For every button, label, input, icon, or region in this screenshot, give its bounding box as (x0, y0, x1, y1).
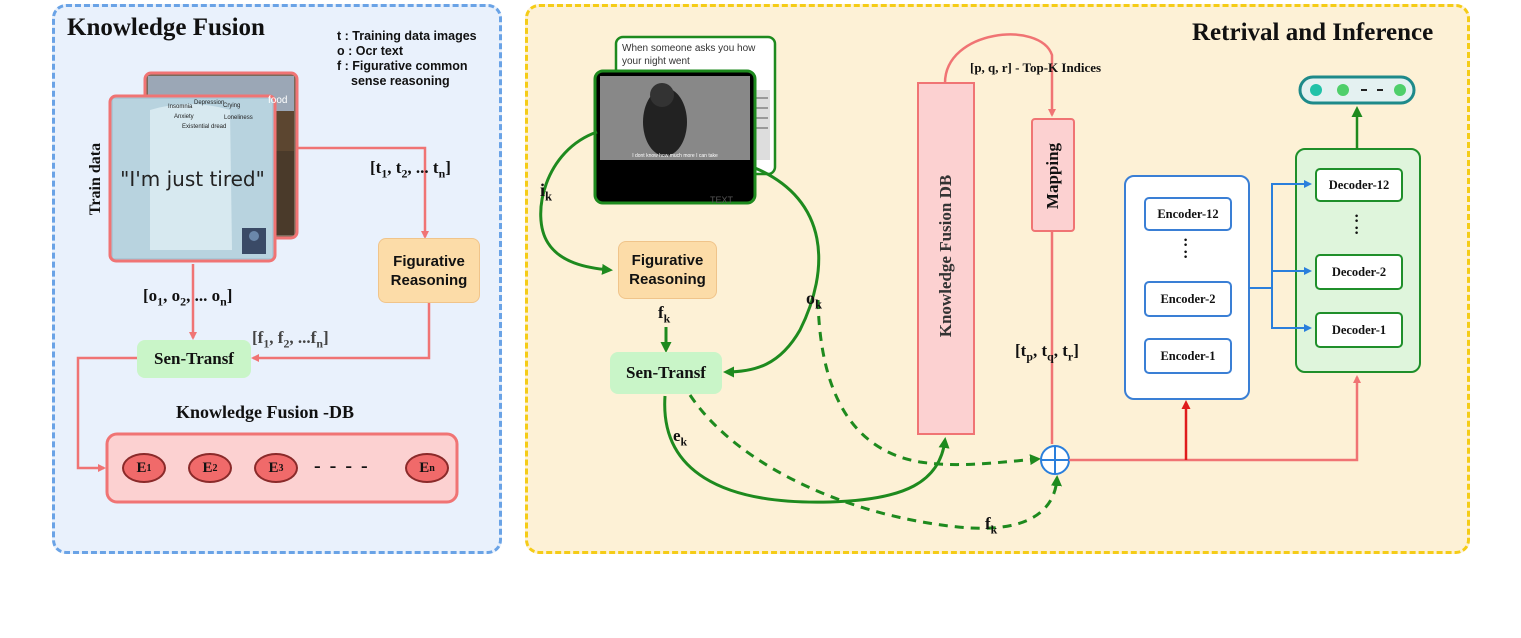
meme-small-label-crying: Crying (223, 103, 241, 109)
legend-f1: f : Figurative common (337, 59, 468, 73)
legend-o: o : Ocr text (337, 44, 403, 58)
arrow-figurative-to-sentransf (251, 301, 431, 362)
arrow-oplus-to-decoder (1069, 375, 1361, 462)
arrow-encoder-to-decoder-12 (1249, 180, 1312, 289)
sen-transf-box-right: Sen-Transf (610, 352, 722, 394)
query-meme-top-text: When someone asks you how your night wen… (622, 43, 756, 67)
knowledge-fusion-db-box (917, 82, 975, 435)
meme-small-label-insomnia: Insomnia (168, 104, 193, 110)
ok-label: ok (806, 288, 823, 312)
arrow-sentransf-to-oplus (688, 394, 1062, 530)
legend-f2: sense reasoning (351, 74, 450, 88)
knowledge-fusion-title: Knowledge Fusion (67, 14, 265, 41)
decoder-12: Decoder-12 (1315, 168, 1403, 202)
fk-label: fk (658, 303, 671, 326)
decoder-2: Decoder-2 (1315, 254, 1403, 290)
kf-db-vertical-label: Knowledge Fusion DB (936, 174, 955, 338)
arrow-sentransf-to-db (76, 356, 137, 472)
encoder-vdots-2: : (1183, 245, 1189, 262)
query-meme-bottom-text: I dont know how much more I can take (632, 153, 718, 159)
sen-transf-box-left: Sen-Transf (137, 340, 251, 378)
meme-caption: "I'm just tired" (120, 167, 265, 191)
meme-small-label-existential: Existential dread (182, 124, 227, 130)
arrow-kfdb-to-mapping (943, 33, 1056, 117)
query-meme-front-card (593, 69, 757, 205)
meme-small-label-anxiety: Anxiety (174, 114, 194, 120)
arrow-ocr-to-oplus (816, 299, 1041, 467)
kf-db-title: Knowledge Fusion -DB (176, 402, 355, 422)
train-data-label: Train data (87, 142, 104, 216)
fk-bottom-label: fk (985, 514, 998, 537)
topk-label: [p, q, r] - Top-K Indices (970, 60, 1102, 75)
legend-t: t : Training data images (337, 29, 477, 43)
meme-small-label-loneliness: Loneliness (224, 115, 253, 121)
arrow-meme-to-sentransf (723, 166, 821, 378)
decoder-vdots-2: : (1354, 221, 1360, 238)
query-meme-corner-text: TEXT (710, 195, 734, 205)
output-vector (1298, 75, 1416, 105)
arrow-meme-to-figurative (539, 130, 613, 275)
encoder-vdots: : (1183, 233, 1189, 250)
retrieval-title: Retrival and Inference (1192, 19, 1434, 46)
ik-label: ik (540, 180, 553, 204)
encoder-2: Encoder-2 (1144, 281, 1232, 317)
decoder-vdots: : (1354, 209, 1360, 226)
tpqr-label: [tp, tq, tr] (1015, 341, 1079, 364)
mapping-label: Mapping (1043, 142, 1062, 210)
ek-label: ek (673, 426, 688, 449)
embedding-dots: - - - - (314, 455, 370, 477)
arrow-train-to-figurative (297, 146, 429, 239)
arrow-encoder-to-decoder-1 (1271, 288, 1312, 332)
encoder-12: Encoder-12 (1144, 197, 1232, 231)
decoder-1: Decoder-1 (1315, 312, 1403, 348)
arrow-sentransf-to-kfdb (663, 395, 950, 504)
oplus-fusion-node (1040, 445, 1070, 475)
arrow-encoder-to-decoder-2 (1271, 267, 1312, 288)
legend: t : Training data images o : Ocr text f … (337, 29, 477, 89)
meme-small-label-depression: Depression (194, 100, 225, 106)
o-set-label: [o1, o2, ... on] (143, 286, 233, 309)
f-set-label: [f1, f2, ...fn] (252, 328, 329, 351)
encoder-1: Encoder-1 (1144, 338, 1232, 374)
train-meme-front-card (108, 94, 277, 263)
t-set-label: [t1, t2, ... tn] (370, 158, 451, 181)
meme-small-label-food: food (268, 95, 288, 106)
